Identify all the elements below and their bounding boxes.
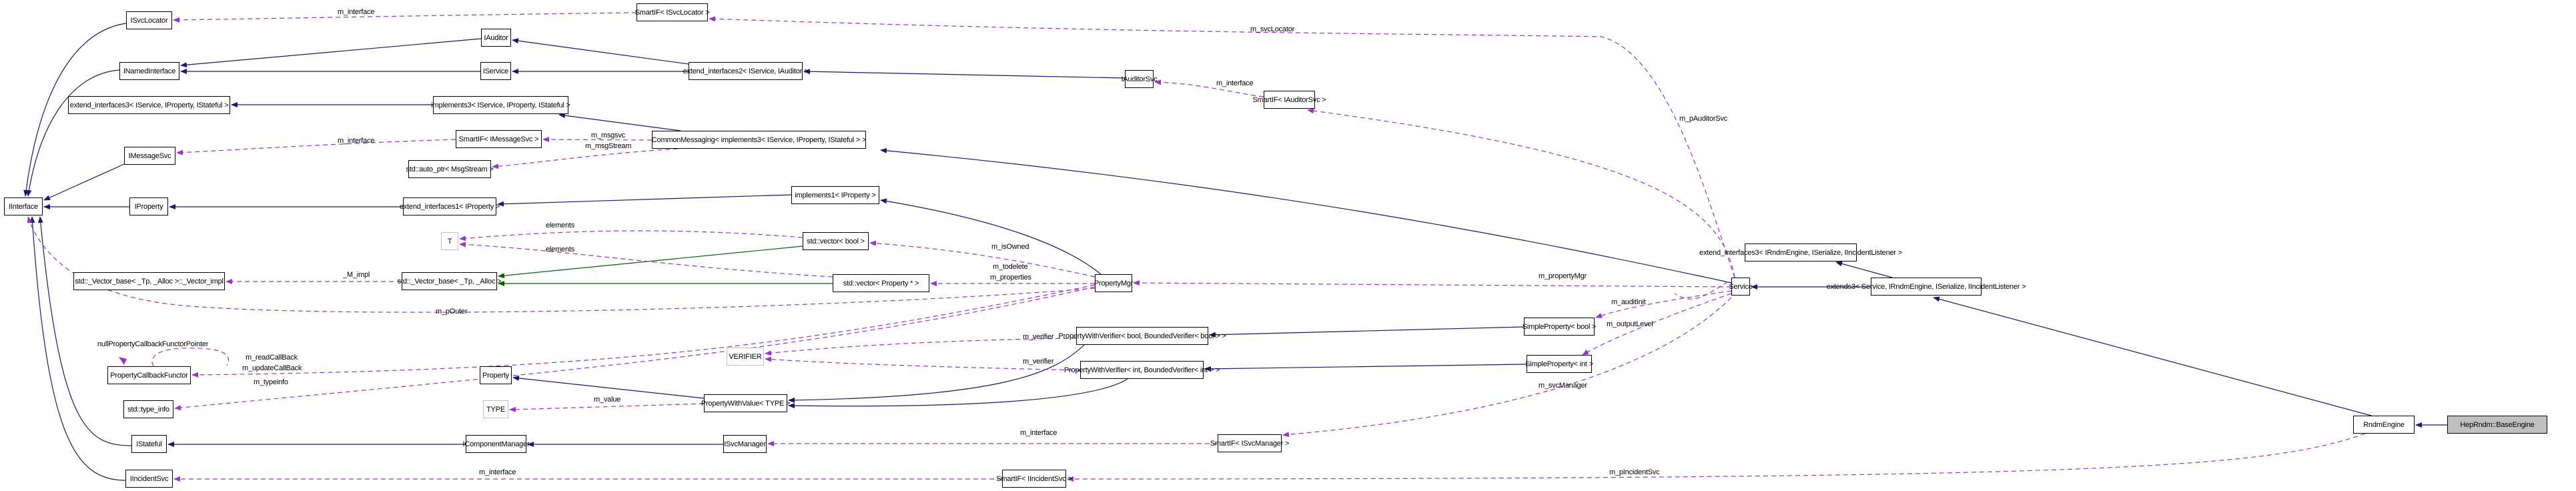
edge-label-m-propertymgr: m_propertyMgr (1539, 272, 1587, 280)
edge-label-elements: elements (546, 246, 575, 254)
node-inamedinterface[interactable]: INamedInterface (119, 62, 179, 80)
node-iincidentsvc[interactable]: IIncidentSvc (125, 470, 173, 488)
node-iauditor[interactable]: IAuditor (481, 29, 511, 47)
edge-label-m-msgsvc: m_msgsvc (591, 131, 625, 139)
edge-label-m-interface: m_interface (338, 8, 375, 16)
node-imessagesvc[interactable]: IMessageSvc (124, 147, 175, 165)
edge-label-m-value: m_value (594, 396, 621, 404)
edge-label-m-svcmanager: m_svcManager (1539, 382, 1587, 390)
edge-label-m-todelete: m_todelete (993, 263, 1028, 271)
edge-label-m-outputlevel: m_outputLevel (1607, 320, 1653, 328)
edge-label-m-svclocator: m_svcLocator (1250, 25, 1295, 33)
node-propertywithverifier-bool[interactable]: PropertyWithVerifier< bool, BoundedVerif… (1058, 327, 1226, 345)
node-iservice[interactable]: IService (480, 62, 511, 80)
private-inheritance-edges (498, 246, 833, 286)
edge-label-m-isowned: m_isOwned (991, 243, 1029, 251)
edge-label-m-verifier: m_verifier (1023, 333, 1054, 341)
node-heprndm-baseengine[interactable]: HepRndm::BaseEngine (2447, 416, 2547, 434)
node-type-info[interactable]: std::type_info (123, 400, 173, 418)
node-implements3[interactable]: implements3< IService, IProperty, IState… (431, 96, 570, 114)
edge-label-m-interface: m_interface (479, 468, 516, 476)
edge-label-m-properties: m_properties (990, 274, 1031, 282)
edge-label-m-interface: m_interface (338, 137, 375, 145)
node-vector-impl[interactable]: std::_Vector_base< _Tp, _Alloc >::_Vecto… (73, 272, 225, 290)
inheritance-edges (23, 23, 2447, 481)
node-smartif-imessagesvc[interactable]: SmartIF< IMessageSvc > (456, 130, 542, 148)
node-service[interactable]: Service (1729, 278, 1753, 296)
edge-label-m-readcallback: m_readCallBack (246, 354, 298, 362)
node-iproperty[interactable]: IProperty (129, 197, 168, 215)
node-istateful[interactable]: IStateful (131, 435, 167, 453)
node-propertycallbackfunctor[interactable]: PropertyCallbackFunctor (107, 366, 191, 384)
node-smartif-isvclocator[interactable]: SmartIF< ISvcLocator > (635, 3, 710, 21)
node-commonmessaging[interactable]: CommonMessaging< implements3< IService, … (652, 131, 866, 149)
node-iinterface[interactable]: IInterface (4, 197, 43, 215)
node-template-verifier[interactable]: VERIFIER (727, 348, 764, 366)
edge-label-elements: elements (546, 221, 575, 229)
node-template-type[interactable]: TYPE (483, 400, 508, 418)
node-propertymgr[interactable]: PropertyMgr (1094, 274, 1133, 292)
edge-label-m-pincidentsvc: m_pIncidentSvc (1609, 468, 1660, 476)
node-vector-base[interactable]: std::_Vector_base< _Tp, _Alloc > (398, 272, 502, 290)
node-property[interactable]: Property (480, 366, 512, 384)
node-auto-ptr-msgstream[interactable]: std::auto_ptr< MsgStream > (406, 160, 494, 178)
node-vector-property-ptr[interactable]: std::vector< Property * > (833, 274, 929, 292)
usage-edges (27, 12, 2366, 482)
edge-label-m-pauditorsvc: m_pAuditorSvc (1679, 115, 1727, 123)
edge-label-null-functor-pointer: nullPropertyCallbackFunctorPointer (97, 340, 209, 348)
node-propertywithvalue[interactable]: PropertyWithValue< TYPE > (701, 394, 790, 412)
edge-label-m-typeinfo: m_typeinfo (254, 378, 288, 386)
node-simpleproperty-int[interactable]: SimpleProperty< int > (1525, 355, 1593, 373)
node-smartif-iincidentsvc[interactable]: SmartIF< IIncidentSvc > (996, 470, 1072, 488)
node-implements1[interactable]: implements1< IProperty > (791, 186, 879, 204)
node-iauditorsvc[interactable]: IAuditorSvc (1121, 70, 1158, 88)
node-smartif-isvcmanager[interactable]: SmartIF< ISvcManager > (1210, 434, 1289, 452)
node-isvcmanager[interactable]: ISvcManager (723, 435, 767, 453)
node-extends3[interactable]: extends3< Service, IRndmEngine, ISeriali… (1827, 278, 2026, 296)
edge-label-m-msgstream: m_msgStream (585, 142, 632, 150)
edge-label-m-pouter: m_pOuter (436, 308, 468, 316)
node-extend-interfaces2[interactable]: extend_interfaces2< IService, IAuditor > (683, 62, 809, 80)
node-vector-bool[interactable]: std::vector< bool > (803, 232, 869, 250)
node-extend-interfaces1[interactable]: extend_interfaces1< IProperty > (400, 197, 500, 215)
node-template-t[interactable]: T (441, 232, 458, 250)
edge-label-m-interface: m_interface (1020, 429, 1057, 437)
node-isvclocator[interactable]: ISvcLocator (126, 11, 172, 29)
node-rndmengine[interactable]: RndmEngine (2353, 416, 2415, 434)
edge-label-m-impl: _M_impl (343, 271, 370, 279)
edge-label-m-verifier: m_verifier (1023, 358, 1054, 366)
node-icomponentmanager[interactable]: IComponentManager (463, 435, 530, 453)
node-propertywithverifier-int[interactable]: PropertyWithVerifier< int, BoundedVerifi… (1064, 361, 1220, 379)
edge-label-m-updatecallback: m_updateCallBack (242, 364, 302, 372)
node-extend-interfaces3-rndm[interactable]: extend_interfaces3< IRndmEngine, ISerial… (1699, 243, 1902, 262)
edge-label-m-interface: m_interface (1216, 79, 1254, 87)
node-smartif-iauditorsvc[interactable]: SmartIF< IAuditorSvc > (1253, 91, 1326, 109)
edge-label-m-auditinit: m_auditInit (1611, 298, 1646, 306)
node-extend-interfaces3-service[interactable]: extend_interfaces3< IService, IProperty,… (68, 96, 230, 114)
node-simpleproperty-bool[interactable]: SimpleProperty< bool > (1523, 318, 1596, 336)
